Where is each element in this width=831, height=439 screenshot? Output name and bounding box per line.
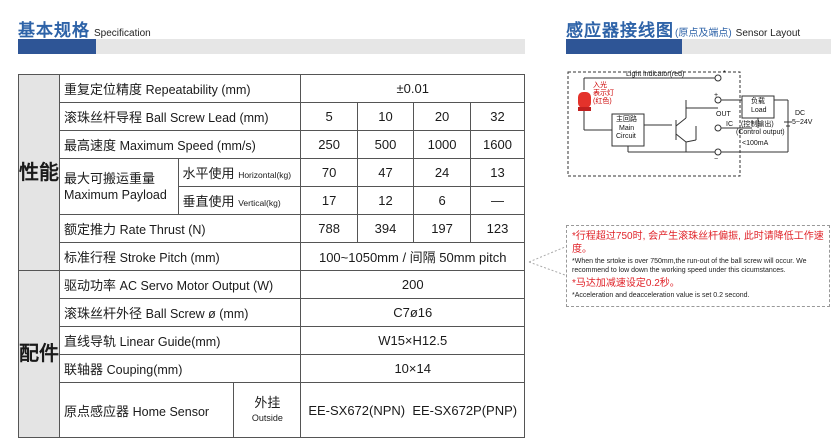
sub-label: 垂直使用 Vertical(kg) <box>177 186 302 215</box>
light-indicator-label: Light indicator(red) <box>626 71 685 78</box>
spec-header-bar <box>18 39 525 54</box>
sensor-header: 感应器接线图(原点及端点)Sensor Layout <box>566 0 831 55</box>
lead-value: 5 <box>300 102 358 131</box>
screw-od-value: C7ø16 <box>300 298 525 327</box>
lead-value: 20 <box>413 102 471 131</box>
spec-title-cn: 基本规格 <box>18 21 90 40</box>
thrust-value: 394 <box>356 214 415 243</box>
horizontal-value: 24 <box>413 158 471 187</box>
spec-title: 基本规格 Specification <box>18 16 151 41</box>
group-accessories: 配件 <box>18 270 60 438</box>
spec-title-en: Specification <box>94 28 151 39</box>
sensor-wiring-diagram: Light indicator(red) 入光 表示灯 (红色) 主回路 Mai… <box>566 70 812 178</box>
speed-value: 1600 <box>469 130 526 159</box>
table-row: 性能 重复定位精度 Repeatability (mm) ±0.01 <box>18 74 525 271</box>
vertical-value: 12 <box>356 186 415 215</box>
dc-label: DC <box>795 110 806 117</box>
table-row: 滚珠丝杆外径 Ball Screw ø (mm) C7ø16 <box>19 298 525 327</box>
stroke-value: 100~1050mm / 间隔 50mm pitch <box>300 242 525 271</box>
sensor-title: 感应器接线图(原点及端点)Sensor Layout <box>566 16 800 41</box>
load-en: Load <box>751 107 767 114</box>
vertical-value: — <box>469 186 526 215</box>
table-row: 最高速度 Maximum Speed (mm/s) 250 500 1000 1… <box>19 130 526 159</box>
lead-value: 10 <box>356 102 415 131</box>
row-label: 驱动功率 AC Servo Motor Output (W) <box>58 270 302 299</box>
main-circuit-cn: 主回路 <box>616 116 637 123</box>
spec-header: 基本规格 Specification <box>18 0 525 55</box>
group-performance: 性能 <box>18 74 60 271</box>
thrust-value: 197 <box>413 214 471 243</box>
load-cn: 负载 <box>751 98 765 105</box>
horizontal-value: 13 <box>469 158 526 187</box>
lamp-label-1: 入光 <box>593 82 607 89</box>
note-en-1: *When the srtoke is over 750mm,the run-o… <box>572 258 807 274</box>
row-label: 联轴器 Couping(mm) <box>58 354 302 383</box>
row-label: 滚珠丝杆外径 Ball Screw ø (mm) <box>58 298 302 327</box>
main-circuit-en2: Circuit <box>616 133 636 140</box>
row-label: 额定推力 Rate Thrust (N) <box>58 214 302 243</box>
thrust-value: 123 <box>469 214 526 243</box>
control-en: (Control output) <box>736 129 785 136</box>
speed-value: 250 <box>300 130 358 159</box>
lead-value: 32 <box>469 102 526 131</box>
ic-label: IC <box>726 121 733 128</box>
thrust-value: 788 <box>300 214 358 243</box>
indicator-lamp <box>578 92 591 108</box>
lamp-label-3: (红色) <box>593 98 612 105</box>
spec-table: 性能 重复定位精度 Repeatability (mm) ±0.01 滚珠丝杆导… <box>18 74 526 438</box>
horizontal-value: 47 <box>356 158 415 187</box>
table-row: 直线导轨 Linear Guide(mm) W15×H12.5 <box>19 326 525 355</box>
wiring-lines <box>567 71 792 177</box>
coupling-value: 10×14 <box>300 354 525 383</box>
table-row: 配件 驱动功率 AC Servo Motor Output (W) 200 <box>18 270 525 438</box>
note-pointer <box>528 246 566 276</box>
horizontal-value: 70 <box>300 158 358 187</box>
motor-value: 200 <box>300 270 525 299</box>
home-sensor-value: EE-SX672(NPN) EE-SX672P(PNP) <box>300 382 525 438</box>
table-row: 标准行程 Stroke Pitch (mm) 100~1050mm / 间隔 5… <box>19 242 525 271</box>
control-cn: (控制输出) <box>741 121 774 128</box>
table-row: 联轴器 Couping(mm) 10×14 <box>19 354 525 383</box>
sensor-title-sub: (原点及端点) <box>675 28 732 39</box>
main-circuit-en1: Main <box>619 125 635 132</box>
note-box: *行程超过750时, 会产生滚珠丝杆偏振, 此时请降低工作速度。 *When t… <box>566 225 830 307</box>
row-label: 滚珠丝杆导程 Ball Screw Lead (mm) <box>58 102 302 131</box>
repeatability-value: ±0.01 <box>300 74 525 103</box>
row-label: 标准行程 Stroke Pitch (mm) <box>58 242 302 271</box>
lamp-label-2: 表示灯 <box>593 90 614 97</box>
speed-value: 500 <box>356 130 415 159</box>
current-label: <100mA <box>742 140 769 147</box>
sensor-header-bar <box>566 39 831 54</box>
vertical-value: 6 <box>413 186 471 215</box>
sensor-title-en: Sensor Layout <box>735 28 801 39</box>
guide-value: W15×H12.5 <box>300 326 525 355</box>
note-cn-1: *行程超过750时, 会产生滚珠丝杆偏振, 此时请降低工作速度。 <box>572 231 824 255</box>
sub-label: 水平使用 Horizontal(kg) <box>177 158 302 187</box>
table-row: 垂直使用 Vertical(kg) 17 12 6 — <box>19 186 526 215</box>
note-cn-2: *马达加减速设定0.2秒。 <box>572 278 680 289</box>
row-label: 重复定位精度 Repeatability (mm) <box>58 74 302 103</box>
star-mark: * <box>723 70 726 77</box>
table-row: 滚珠丝杆导程 Ball Screw Lead (mm) 5 10 20 32 <box>19 102 526 131</box>
out-label: OUT <box>716 111 731 118</box>
plus-terminal: + <box>714 92 719 99</box>
table-row: 额定推力 Rate Thrust (N) 788 394 197 123 <box>19 214 526 243</box>
row-label: 直线导轨 Linear Guide(mm) <box>58 326 302 355</box>
row-label: 最高速度 Maximum Speed (mm/s) <box>58 130 302 159</box>
minus-terminal: − <box>714 156 719 163</box>
voltage-label: 5~24V <box>792 119 813 126</box>
vertical-value: 17 <box>300 186 358 215</box>
sensor-title-cn: 感应器接线图 <box>566 21 674 40</box>
note-en-2: *Acceleration and deacceleration value i… <box>572 292 750 299</box>
row-label: 原点感应器 Home Sensor <box>58 382 235 438</box>
speed-value: 1000 <box>413 130 471 159</box>
